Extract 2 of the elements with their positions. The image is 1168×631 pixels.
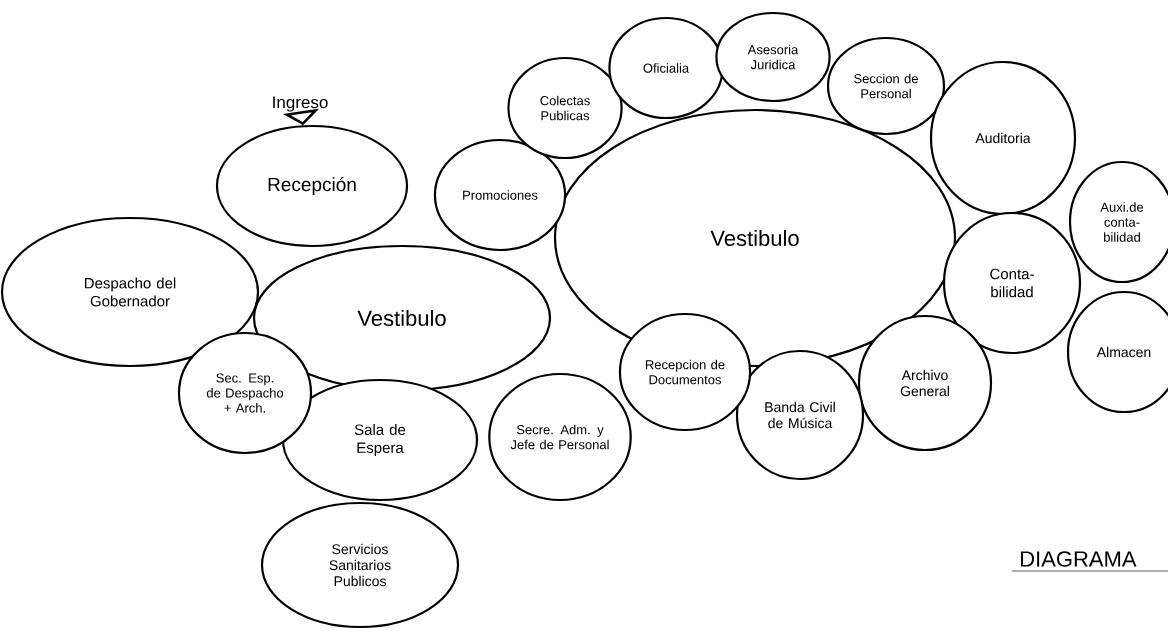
title: DIAGRAMA <box>1021 551 1137 567</box>
entry-label: Ingreso <box>273 96 328 112</box>
